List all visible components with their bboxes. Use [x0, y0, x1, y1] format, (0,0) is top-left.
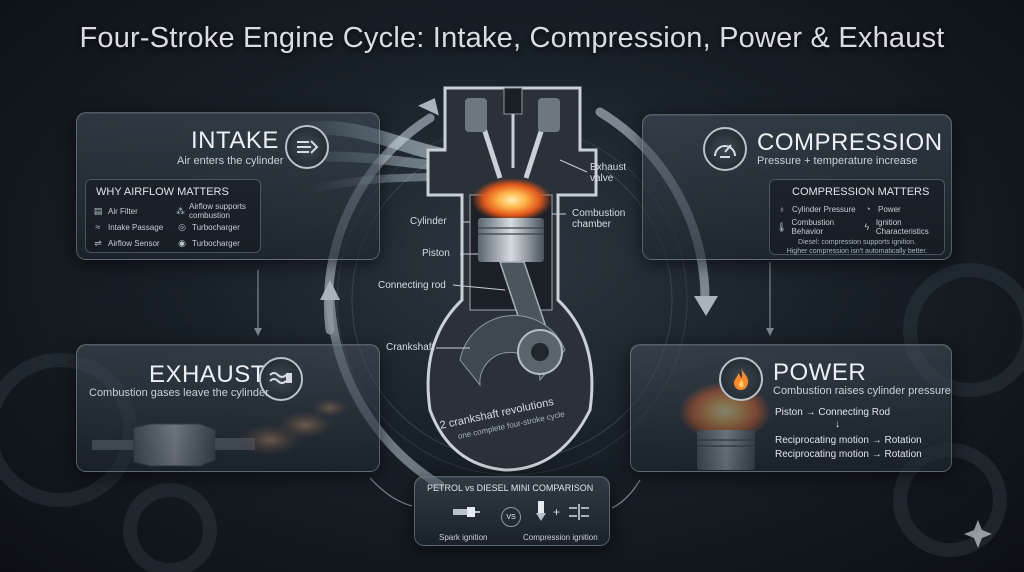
compression-subtitle: Pressure + temperature increase — [757, 155, 918, 167]
exhaust-flow-icon — [259, 357, 303, 401]
air-filter-icon: ▤ — [93, 205, 103, 216]
turbocharger-icon: ◉ — [178, 237, 186, 248]
list-item: ▤Air Filter — [93, 205, 138, 216]
compression-matters-box: COMPRESSION MATTERS ♁Cylinder Pressure 🌡… — [769, 179, 945, 255]
list-item: ◎Turbocharger — [176, 222, 240, 232]
airflow-matters-title: WHY AIRFLOW MATTERS — [96, 186, 229, 198]
list-item: ◉Turbocharger — [176, 238, 240, 248]
compression-heat-icon — [567, 503, 591, 526]
power-line-1: Piston → Connecting Rod — [775, 407, 891, 418]
pressure-icon: ♁ — [778, 203, 786, 214]
intake-panel: INTAKE Air enters the cylinder WHY AIRFL… — [76, 112, 380, 260]
combustion-air-icon: ⁂ — [176, 205, 185, 216]
list-item: ♁Cylinder Pressure — [776, 204, 856, 214]
power-arrow: ↓ — [835, 419, 840, 430]
spark-plug-icon — [451, 501, 481, 528]
petrol-diesel-comparison: PETROL vs DIESEL MINI COMPARISON VS + Sp… — [414, 476, 610, 546]
intake-passage-icon: ≈ — [95, 221, 101, 232]
list-item: ◔Power — [862, 203, 900, 214]
cylinder-label: Cylinder — [410, 216, 447, 227]
flame-icon — [719, 357, 763, 401]
power-line-2: Reciprocating motion → Rotation — [775, 435, 922, 446]
list-item: ⁂Airflow supports combustion — [176, 202, 246, 220]
page-title: Four-Stroke Engine Cycle: Intake, Compre… — [79, 22, 945, 54]
compression-matters-title: COMPRESSION MATTERS — [792, 186, 930, 198]
power-panel: POWER Combustion raises cylinder pressur… — [630, 344, 952, 472]
pressure-gauge-icon — [703, 127, 747, 171]
compression-title: COMPRESSION — [757, 129, 943, 156]
vs-badge: VS — [501, 507, 521, 527]
comparison-title: PETROL vs DIESEL MINI COMPARISON — [427, 483, 594, 493]
compression-note-2: Higher compression isn't automatically b… — [786, 248, 928, 255]
list-item: ⇌Airflow Sensor — [92, 237, 159, 248]
lightning-icon: ϟ — [864, 221, 870, 232]
injector-icon — [533, 501, 549, 528]
combustion-chamber-label: Combustion chamber — [572, 208, 626, 230]
plus-sign: + — [553, 505, 561, 519]
crankshaft-label: Crankshaft — [386, 342, 435, 353]
piston-label: Piston — [422, 248, 450, 259]
exhaust-title: EXHAUST — [149, 361, 266, 388]
compression-note-1: Diesel: compression supports ignition. — [798, 239, 916, 246]
intake-title: INTAKE — [191, 127, 279, 154]
list-item: 🌡Combustion Behavior — [776, 218, 835, 236]
turbocharger-icon: ◎ — [178, 221, 186, 232]
compression-panel: COMPRESSION Pressure + temperature incre… — [642, 114, 952, 260]
exhaust-panel: EXHAUST Combustion gases leave the cylin… — [76, 344, 380, 472]
power-subtitle: Combustion raises cylinder pressure — [773, 385, 951, 397]
connecting-rod-label: Connecting rod — [378, 280, 446, 291]
compression-ignition-label: Compression ignition — [523, 533, 598, 542]
thermometer-icon: 🌡 — [776, 221, 788, 232]
airflow-sensor-icon: ⇌ — [94, 237, 102, 248]
power-line-3: Reciprocating motion → Rotation — [775, 449, 922, 460]
exhaust-valve-label: Exhaust valve — [590, 162, 627, 184]
speedometer-icon: ◔ — [865, 203, 871, 214]
power-title: POWER — [773, 359, 867, 386]
intake-subtitle: Air enters the cylinder — [177, 155, 284, 167]
spark-ignition-label: Spark ignition — [439, 533, 488, 542]
airflow-matters-box: WHY AIRFLOW MATTERS ▤Air Filter ≈Intake … — [85, 179, 261, 253]
list-item: ≈Intake Passage — [92, 221, 164, 232]
exhaust-subtitle: Combustion gases leave the cylinder — [89, 387, 269, 399]
intake-airflow-icon — [285, 125, 329, 169]
